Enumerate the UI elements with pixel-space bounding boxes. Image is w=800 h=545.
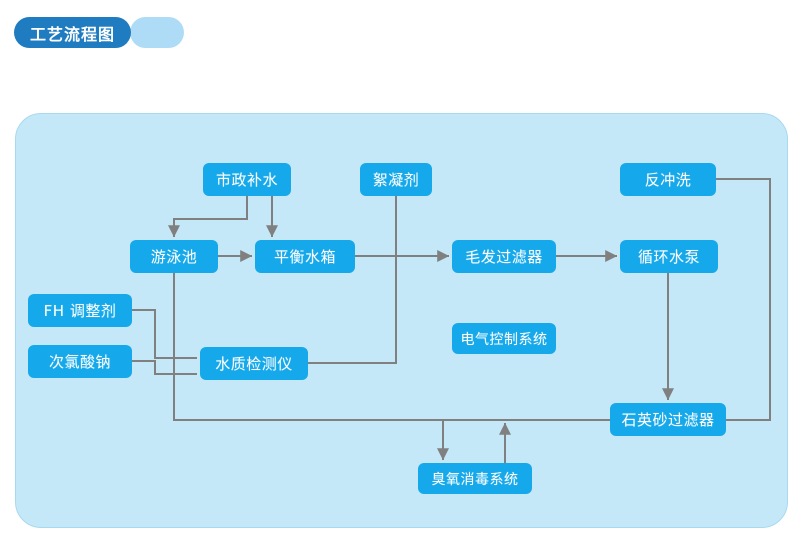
node-hair-filter[interactable]: 毛发过滤器	[452, 240, 556, 273]
node-ph-adjuster[interactable]: FH 调整剂	[28, 294, 132, 327]
node-flocculant[interactable]: 絮凝剂	[360, 163, 432, 196]
node-water-quality-monitor[interactable]: 水质检测仪	[200, 347, 308, 380]
node-backwash[interactable]: 反冲洗	[620, 163, 716, 196]
node-balance-tank[interactable]: 平衡水箱	[255, 240, 355, 273]
title-badge-tail	[130, 17, 184, 48]
node-quartz-sand-filter[interactable]: 石英砂过滤器	[610, 403, 726, 436]
node-municipal-water[interactable]: 市政补水	[203, 163, 291, 196]
node-ozone-disinfection-system[interactable]: 臭氧消毒系统	[418, 463, 532, 494]
page-title: 工艺流程图	[14, 17, 132, 48]
node-sodium-hypochlorite[interactable]: 次氯酸钠	[28, 345, 132, 378]
node-circulation-pump[interactable]: 循环水泵	[620, 240, 718, 273]
node-electrical-control-system[interactable]: 电气控制系统	[452, 323, 556, 354]
node-swimming-pool[interactable]: 游泳池	[130, 240, 218, 273]
